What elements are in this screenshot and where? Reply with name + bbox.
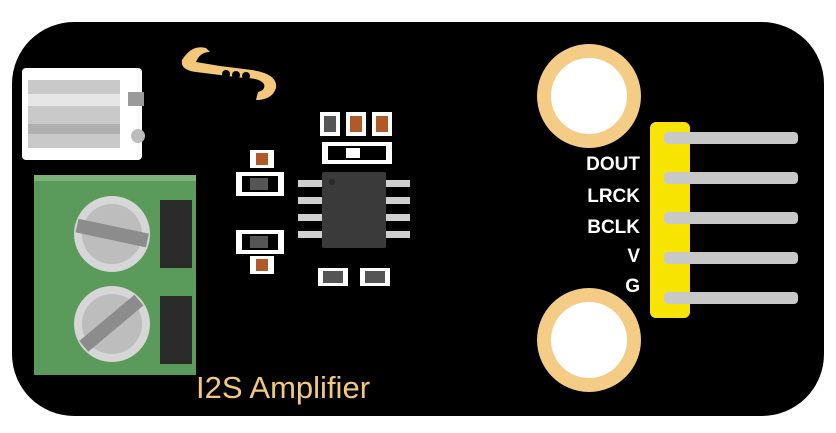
mounting-hole-top [537, 44, 641, 148]
connector-jack-icon [22, 68, 145, 160]
pin-g[interactable] [664, 292, 798, 304]
pin-lrck[interactable] [664, 172, 798, 184]
dfrobot-logo-icon [181, 47, 277, 100]
pin-bclk[interactable] [664, 212, 798, 224]
pin-label-v: V [627, 246, 640, 267]
amplifier-chip [298, 172, 410, 248]
board-title: I2S Amplifier [196, 370, 370, 405]
screw-top [74, 196, 150, 272]
screw-bottom [74, 286, 150, 362]
pin-label-lrck: LRCK [587, 186, 640, 207]
screw-terminal-icon [34, 175, 196, 375]
smd-components-left [236, 150, 284, 274]
pin-label-dout: DOUT [586, 154, 640, 175]
pin-label-g: G [625, 276, 640, 297]
pin-header [650, 122, 798, 318]
smd-components-bottom [318, 268, 390, 286]
mounting-hole-bottom [537, 288, 641, 392]
pin-v[interactable] [664, 252, 798, 264]
pin-label-bclk: BCLK [587, 217, 640, 238]
pin-dout[interactable] [664, 132, 798, 144]
smd-components-top [320, 112, 392, 164]
